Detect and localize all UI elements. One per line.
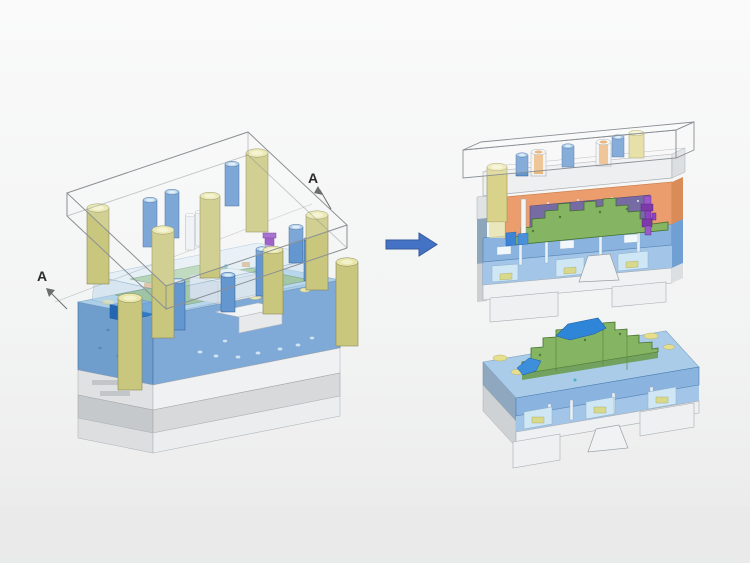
green-core-holes — [538, 332, 622, 357]
right-foot — [639, 402, 695, 437]
guide-pillar — [245, 148, 269, 233]
molded-part-blue-left — [516, 357, 542, 376]
guide-pillar — [199, 191, 221, 279]
pillar-bore-holes — [492, 332, 675, 375]
background-floor-band — [0, 506, 750, 563]
pockets — [523, 386, 677, 430]
main-assembly-view: A A — [37, 131, 359, 454]
molded-part-blue — [555, 317, 607, 341]
blue-right-side — [672, 216, 683, 268]
section-marker-left: A — [37, 268, 68, 310]
parting-line — [482, 244, 673, 263]
green-part-holes — [531, 207, 629, 233]
pillars-and-screws — [86, 148, 359, 391]
core-insert-front-shade — [522, 352, 658, 380]
wireframe-top-plate-section — [462, 121, 695, 179]
core-step-shadows — [555, 323, 628, 372]
right-foot — [611, 281, 667, 308]
guide-pillar — [335, 257, 359, 347]
pockets — [491, 233, 649, 283]
screw — [288, 224, 304, 264]
ejector-housing-dots — [92, 380, 130, 396]
molded-part-section-green — [512, 197, 669, 246]
sprue-bushing — [530, 148, 547, 177]
section-cylinders — [486, 129, 645, 238]
sprue-puller-trapezoid — [587, 424, 629, 453]
screw — [515, 152, 529, 177]
section-view-a-a — [462, 121, 695, 323]
bottom-right-side — [672, 263, 683, 283]
white-pin — [185, 212, 195, 251]
core-half-view — [482, 317, 700, 469]
left-foot — [489, 291, 559, 323]
section-label-left: A — [37, 268, 47, 284]
violet-latch-cap — [262, 232, 277, 239]
bottom-plate-front-face — [152, 395, 341, 454]
screw — [220, 272, 236, 313]
screw — [561, 143, 575, 168]
guide-pillar — [151, 225, 175, 339]
ejector-pin — [505, 198, 529, 247]
guide-pillar — [117, 293, 143, 391]
sprue-bushing — [595, 138, 612, 167]
orange-right-side — [672, 177, 683, 224]
screw-hole-dots — [197, 336, 315, 359]
section-label-right: A — [308, 170, 318, 186]
guide-pillar — [262, 245, 284, 315]
violet-pin — [640, 195, 657, 236]
screw — [611, 134, 625, 158]
section-arrowhead — [314, 186, 323, 195]
left-foot — [512, 433, 561, 469]
guide-pillar — [486, 162, 508, 238]
wireframe-top-plate — [66, 131, 348, 310]
screw — [224, 161, 240, 207]
right-arrow-icon — [385, 232, 438, 257]
section-marker-right: A — [308, 170, 332, 210]
section-arrowhead — [46, 288, 55, 297]
section-plane-trace — [54, 203, 313, 303]
sprue-puller-trapezoid — [578, 253, 620, 283]
